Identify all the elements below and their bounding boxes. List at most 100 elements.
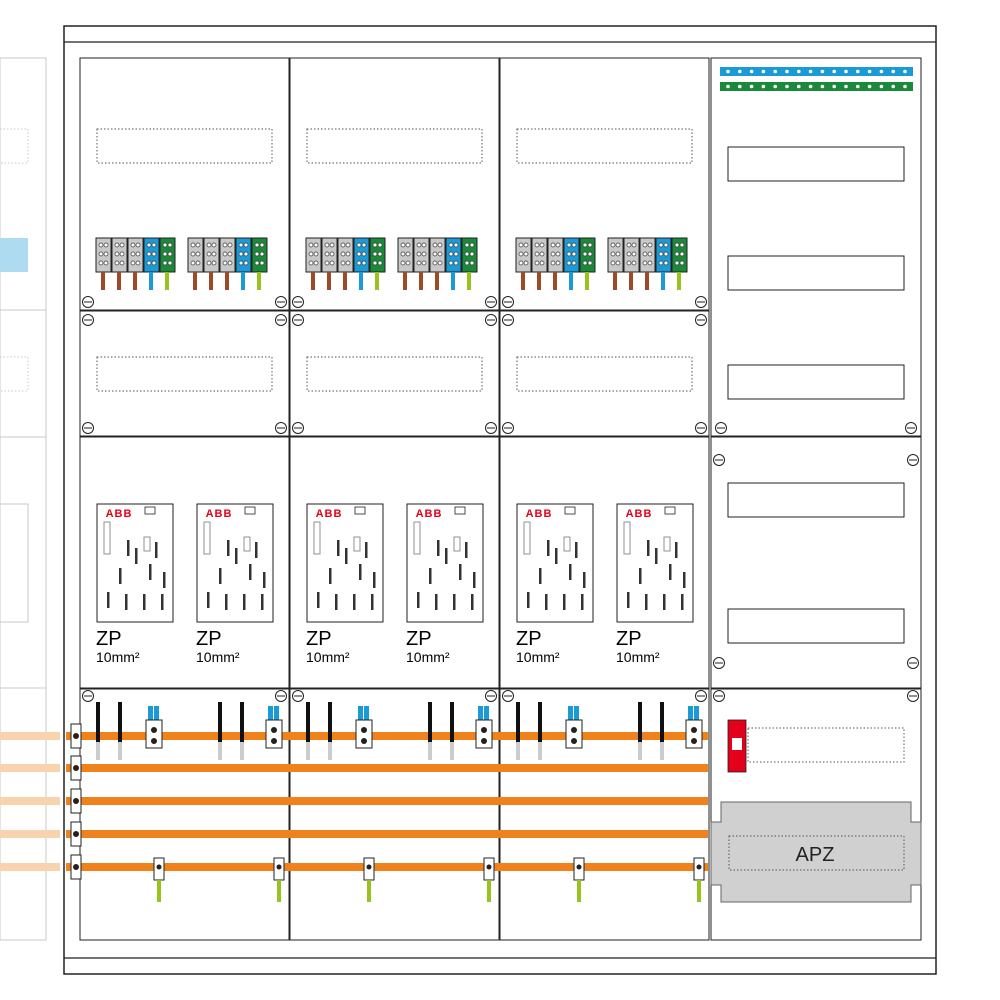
screw-icon	[292, 690, 304, 702]
terminal-screw	[372, 251, 378, 257]
terminal-screw	[631, 242, 637, 248]
terminal-screw	[151, 727, 157, 733]
terminal-screw	[103, 251, 109, 257]
feeder-wire	[240, 702, 244, 742]
terminal	[159, 237, 176, 273]
terminal-screw	[103, 242, 109, 248]
contact-pin	[161, 594, 164, 610]
meter-socket: ABB	[196, 503, 274, 623]
terminal-screw	[844, 84, 848, 89]
terminal-screw	[518, 251, 524, 257]
terminal-screw	[647, 242, 653, 248]
screw-icon	[695, 422, 707, 434]
abb-logo: ABB	[626, 508, 653, 520]
terminal-screw	[658, 242, 664, 248]
contact-pin	[545, 594, 548, 610]
terminal-screw	[400, 260, 406, 266]
feeder-wire	[478, 706, 483, 722]
ghost-busbar	[0, 764, 60, 772]
label-strip-placeholder	[516, 356, 693, 392]
wire	[117, 272, 121, 290]
terminal-screw	[377, 260, 383, 266]
screw-icon	[905, 422, 917, 434]
feeder-wire	[268, 706, 273, 722]
busbar	[66, 764, 708, 772]
terminal-screw	[103, 260, 109, 266]
meter-socket: ABB	[96, 503, 174, 623]
ghost-label	[0, 356, 29, 392]
cable-size-label: 10mm²	[306, 649, 350, 665]
wire	[193, 272, 197, 290]
clamp-screw	[73, 831, 79, 837]
terminal-screw	[582, 251, 588, 257]
terminal-screw	[259, 260, 265, 266]
terminal	[203, 237, 220, 273]
contact-pin	[149, 564, 152, 580]
adjacent-cabinet-ghost	[0, 57, 60, 941]
terminal-screw	[114, 260, 120, 266]
terminal-screw	[879, 69, 884, 74]
terminal-screw	[642, 242, 648, 248]
feeder-wire	[694, 706, 699, 722]
terminal-screw	[271, 727, 277, 733]
contact-pin	[453, 594, 456, 610]
pe-wire	[277, 880, 281, 902]
busbar-terminal	[685, 719, 703, 749]
terminal-screw	[867, 69, 872, 74]
label-strip-placeholder	[747, 727, 905, 763]
screw-icon	[713, 690, 725, 702]
terminal-screw	[151, 738, 157, 744]
indicator-window	[664, 506, 676, 515]
terminal-screw	[726, 84, 730, 89]
terminal-screw	[98, 242, 104, 248]
terminal-screw	[464, 260, 470, 266]
terminal-screw	[642, 251, 648, 257]
feeder-wire	[484, 706, 489, 722]
feeder-wire	[574, 706, 579, 722]
busbar-terminal	[145, 719, 163, 749]
clamp-screw	[73, 765, 79, 771]
screw-icon	[485, 422, 497, 434]
terminal-screw	[691, 727, 697, 733]
zp-label: ZP	[96, 628, 122, 650]
terminal-screw	[555, 260, 561, 266]
terminal-screw	[340, 242, 346, 248]
terminal-screw	[453, 251, 459, 257]
terminal-block	[95, 237, 176, 290]
terminal-screw	[119, 260, 125, 266]
indicator-window	[454, 506, 466, 515]
contact-pin	[353, 594, 356, 610]
terminal-screw	[432, 260, 438, 266]
pe-wire	[157, 880, 161, 902]
contact-pin	[359, 564, 362, 580]
ghost-busbar	[0, 863, 60, 871]
contact-pin	[435, 594, 438, 610]
right-column: APZ	[710, 57, 922, 941]
terminal-screw	[324, 251, 330, 257]
wire	[553, 272, 557, 290]
terminal-screw	[195, 242, 201, 248]
label-strip	[727, 608, 905, 644]
screw-icon	[695, 690, 707, 702]
terminal-screw	[222, 251, 228, 257]
feeder-wire	[274, 706, 279, 722]
contact-pin	[207, 592, 210, 608]
screw-icon	[907, 657, 919, 669]
terminal-screw	[738, 84, 742, 89]
terminal-screw	[797, 69, 801, 74]
contact-pin	[317, 592, 320, 608]
terminal-screw	[785, 84, 789, 89]
terminal	[111, 237, 128, 273]
terminal-screw	[631, 251, 637, 257]
terminal-screw	[156, 864, 162, 870]
terminal-screw	[761, 69, 766, 74]
terminal-screw	[469, 260, 475, 266]
terminal-screw	[146, 251, 152, 257]
terminal-screw	[206, 260, 212, 266]
contact-pin	[539, 568, 542, 584]
terminal-screw	[610, 260, 616, 266]
terminal-screw	[761, 84, 766, 89]
terminal-screw	[679, 242, 685, 248]
terminal-strip-bar	[720, 82, 913, 91]
terminal-screw	[206, 251, 212, 257]
